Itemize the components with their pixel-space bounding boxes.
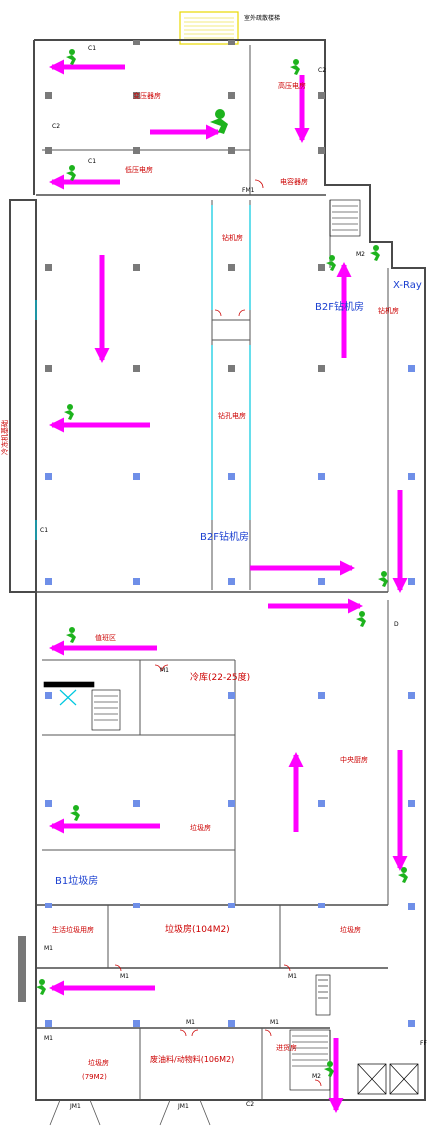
room-chiller-vertical: 冷冻机基础 [0,420,9,455]
tag-m1-left: M1 [44,945,53,952]
exit-signs [36,49,408,1077]
tag-m1-a: M1 [120,973,129,980]
doors [114,179,322,1087]
room-xray: X-Ray [393,280,422,291]
exit-sign-5 [326,255,336,271]
tag-c2-right: C2 [318,67,326,74]
room-hv-power: 高压电房 [278,81,306,90]
room-lv-power: 低压电房 [125,165,153,174]
tag-m2-top: M2 [356,251,365,258]
room-garbage-79-line1: 垃圾房 [88,1058,109,1067]
room-b1-garbage: B1垃圾房 [55,874,98,887]
tag-m2-bottom: M2 [312,1073,321,1080]
tag-jm1-a: JM1 [69,1103,81,1110]
tag-c1-mid: C1 [88,158,96,165]
bottom-supports [49,1099,211,1126]
room-capacitor: 电容器房 [280,177,308,186]
tag-c2-bottom: C2 [246,1101,254,1108]
tag-ff: FF [420,1040,427,1047]
exit-sign-3 [210,109,228,134]
exit-sign-4 [66,165,76,181]
outdoor-stair-label: 室外疏散楼梯 [244,14,280,22]
tag-c1-top: C1 [88,45,96,52]
exit-sign-12 [398,867,408,883]
glazing-marks [35,205,251,706]
tag-d: D [394,621,399,628]
evacuation-arrows [49,59,408,1113]
exit-sign-13 [36,979,46,995]
room-garbage-right: 垃圾房 [340,925,361,934]
room-garbage-mid: 垃圾房 [190,823,211,832]
tag-m1-c: M1 [186,1019,195,1026]
tag-m1-d: M1 [270,1019,279,1026]
tag-m1-b: M1 [288,973,297,980]
exit-sign-7 [64,404,74,420]
exit-sign-9 [356,611,366,627]
tag-m1-e: M1 [44,1035,53,1042]
left-wall-bar [18,936,26,1002]
outer-walls [9,39,426,1101]
tag-jm1-b: JM1 [177,1103,189,1110]
room-drill-b2f: B2F钻机房 [315,300,364,313]
exit-sign-1 [66,49,76,65]
room-central-kitchen: 中央厨房 [340,755,368,764]
outdoor-stair: 室外疏散楼梯 [179,11,280,45]
exit-sign-8 [378,571,388,587]
room-waste-oil: 废油料/动物料(106M2) [150,1054,234,1064]
tag-c1-left: C1 [40,527,48,534]
room-garbage-79-line2: (79M2) [82,1073,107,1081]
room-garbage-104: 垃圾房(104M2) [165,923,230,935]
exit-sign-11 [70,805,80,821]
room-drill-right: 钻机房 [378,306,399,315]
exit-sign-2 [290,59,300,75]
internal-stairs [43,199,361,1091]
exit-sign-14 [324,1061,334,1077]
tag-c2-left: C2 [52,123,60,130]
room-domestic-waste: 生活垃圾用房 [52,925,94,934]
room-receiving: 进货房 [276,1043,297,1052]
room-drill-power: 钻孔电房 [218,411,246,420]
lift-shafts [357,1063,419,1095]
room-b2f-drill-bottom: B2F钻机房 [200,530,249,543]
tag-fm1: FM1 [242,187,255,194]
tag-m1-cold: M1 [160,667,169,674]
room-duty: 值班区 [95,633,116,642]
inner-walls [42,45,389,1100]
room-cold-storage: 冷库(22-25度) [190,671,250,683]
exit-sign-6 [370,245,380,261]
room-transformer: 变压器房 [133,91,161,100]
columns [45,40,415,1027]
room-drill: 钻机房 [222,233,243,242]
exit-sign-10 [66,627,76,643]
